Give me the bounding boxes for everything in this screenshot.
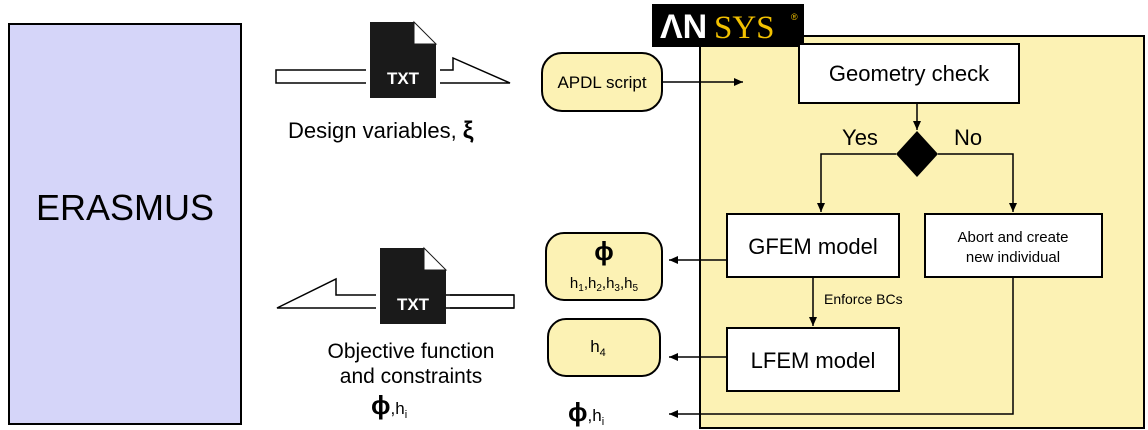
txt-label-top: TXT <box>387 69 420 88</box>
gfem-model-box: GFEM model <box>726 213 900 278</box>
h4-label: h4 <box>590 337 606 359</box>
geometry-check-box: Geometry check <box>798 43 1020 104</box>
abort-line2: new individual <box>966 249 1060 266</box>
apdl-script-pill: APDL script <box>541 52 663 112</box>
gfem-outputs-text: h1,h2,h3,h5 <box>570 275 639 294</box>
abort-return-arrow <box>669 277 1014 418</box>
design-variables-caption: Design variables,ξ <box>288 117 474 144</box>
ansys-logo-text-b: SYS <box>714 10 775 46</box>
lfem-model-label: LFEM model <box>751 348 876 373</box>
ansys-logo: ΛN SYS ® <box>652 4 804 47</box>
abort-line1: Abort and create <box>958 229 1069 246</box>
yes-label: Yes <box>842 125 878 150</box>
objective-arrow <box>276 277 515 309</box>
document-txt-icon-bottom: TXT <box>376 246 450 330</box>
objective-phi-h: ϕ,hi <box>371 390 407 421</box>
document-txt-icon: TXT <box>366 20 440 104</box>
objective-line2: and constraints <box>340 365 482 388</box>
gfem-phi-symbol: ϕ <box>594 236 614 266</box>
h4-pill: h4 <box>547 318 661 377</box>
decision-diamond-icon <box>896 131 938 177</box>
txt-label-bottom: TXT <box>397 295 430 314</box>
erasmus-label: ERASMUS <box>36 187 214 228</box>
no-arrow <box>938 153 1017 212</box>
gfem-outputs-pill: ϕ h1,h2,h3,h5 <box>545 232 663 301</box>
bottom-phi-h: ϕ,hi <box>568 397 604 428</box>
geometry-check-label: Geometry check <box>829 61 990 86</box>
yes-arrow <box>817 153 896 212</box>
gfem-model-label: GFEM model <box>748 234 878 259</box>
objective-line1: Objective function <box>328 340 495 363</box>
ansys-logo-text-a: ΛN <box>660 8 707 46</box>
no-label: No <box>954 125 982 150</box>
apdl-script-label: APDL script <box>557 73 646 92</box>
ansys-logo-mark: ® <box>791 12 798 22</box>
enforce-bcs-label: Enforce BCs <box>824 291 903 307</box>
abort-box: Abort and create new individual <box>924 213 1103 278</box>
erasmus-block: ERASMUS <box>8 23 242 425</box>
lfem-model-box: LFEM model <box>726 327 900 392</box>
